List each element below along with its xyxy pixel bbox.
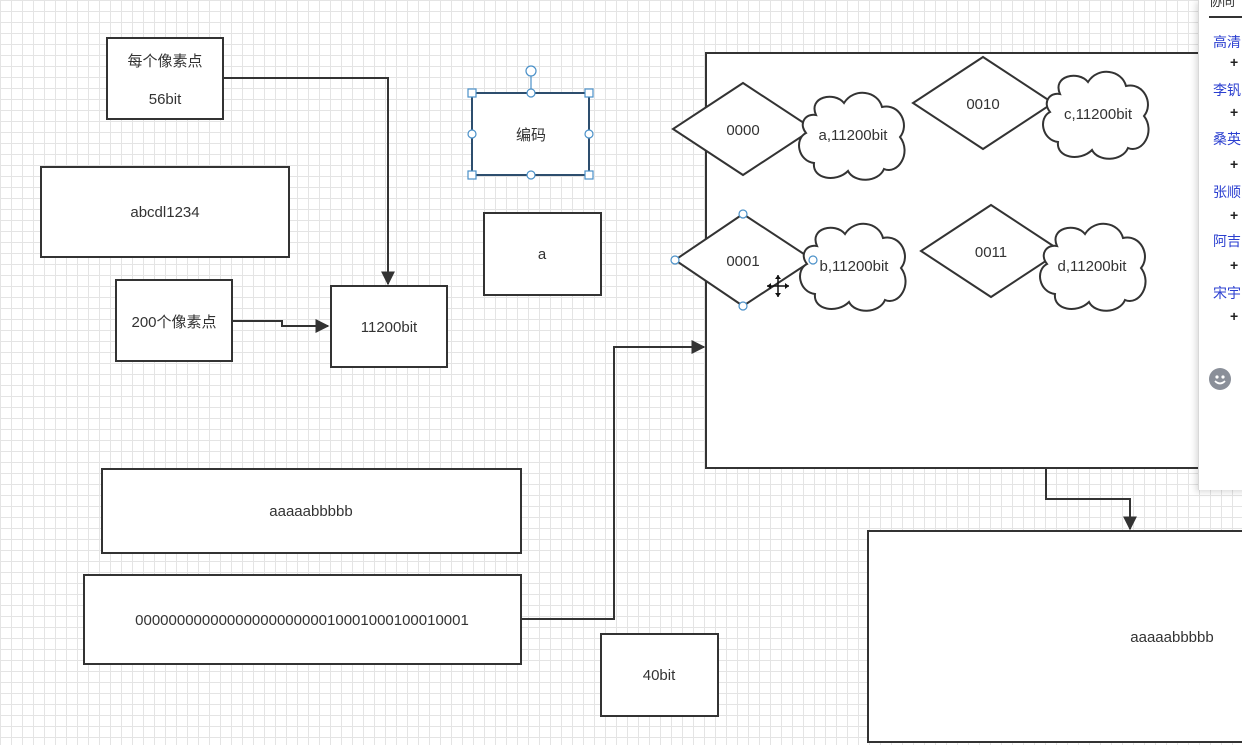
resize-handle-s[interactable]	[526, 170, 536, 180]
cloud-d[interactable]	[1039, 223, 1147, 312]
diamond-0010-label: 0010	[966, 96, 999, 113]
edge-count-to-result[interactable]	[233, 319, 330, 333]
result-box-label: 11200bit	[361, 319, 418, 336]
count-box[interactable]	[115, 279, 233, 362]
add-member-button[interactable]: +	[1230, 207, 1239, 223]
smile-icon[interactable]	[1209, 368, 1231, 390]
cloud-d-label: d,11200bit	[1058, 258, 1128, 275]
diamond-0011[interactable]	[919, 203, 1063, 299]
connect-handle-top[interactable]	[738, 209, 748, 219]
connect-handle-bottom[interactable]	[738, 301, 748, 311]
count-box-label: 200个像素点	[131, 314, 216, 331]
string-box[interactable]	[40, 166, 290, 258]
member-name[interactable]: 高清	[1213, 34, 1241, 50]
edge-table-to-output[interactable]	[1045, 468, 1137, 531]
resize-handle-n[interactable]	[526, 88, 536, 98]
add-member-button[interactable]: +	[1230, 156, 1239, 172]
resize-handle-e[interactable]	[584, 129, 594, 139]
bits-box-label: 40bit	[643, 667, 676, 684]
resize-handle-se[interactable]	[584, 170, 594, 180]
member-name[interactable]: 宋宇	[1213, 285, 1241, 301]
pixels-box-line1: 每个像素点	[127, 53, 202, 70]
panel-header: 协同	[1209, 0, 1242, 18]
cloud-a[interactable]	[798, 92, 906, 181]
collaborators-panel: 协同 高清 + 李钒 + 桑英 + 张顺 + 阿吉 + 宋宇 +	[1198, 0, 1242, 490]
output-box-label: aaaaabbbbb	[1130, 629, 1213, 646]
connect-handle-right[interactable]	[808, 255, 818, 265]
diamond-0000[interactable]	[671, 81, 815, 177]
bits-box[interactable]	[600, 633, 719, 717]
member-name[interactable]: 张顺	[1213, 184, 1241, 200]
pixels-box[interactable]	[106, 37, 224, 120]
cloud-a-label: a,11200bit	[819, 127, 889, 144]
cloud-c[interactable]	[1042, 71, 1150, 160]
a-box[interactable]	[483, 212, 602, 296]
cloud-c-label: c,11200bit	[1064, 106, 1133, 123]
diamond-0001-selection-handles[interactable]	[670, 209, 818, 311]
resize-handle-ne[interactable]	[584, 88, 594, 98]
encode-box-selection-handles[interactable]	[467, 65, 594, 180]
resize-handle-nw[interactable]	[467, 88, 477, 98]
add-member-button[interactable]: +	[1230, 257, 1239, 273]
result-box[interactable]	[330, 285, 448, 368]
source-box-label: aaaaabbbbb	[269, 503, 352, 520]
encode-box-label: 编码	[516, 127, 546, 144]
add-member-button[interactable]: +	[1230, 308, 1239, 324]
rotate-handle[interactable]	[525, 65, 537, 77]
resize-handle-sw[interactable]	[467, 170, 477, 180]
cloud-b[interactable]	[799, 223, 907, 312]
move-cursor-icon	[767, 275, 789, 297]
edge-pixels-to-result[interactable]	[224, 77, 395, 286]
diamond-0010[interactable]	[911, 55, 1055, 151]
binary-box-label: 0000000000000000000000010001000100010001	[135, 612, 469, 629]
output-box[interactable]	[867, 530, 1242, 743]
member-name[interactable]: 李钒	[1213, 82, 1241, 98]
edge-binary-to-table[interactable]	[522, 340, 706, 620]
member-name[interactable]: 阿吉	[1213, 233, 1241, 249]
binary-box[interactable]	[83, 574, 522, 665]
connect-handle-left[interactable]	[670, 255, 680, 265]
a-box-label: a	[538, 246, 547, 263]
diamond-0000-label: 0000	[726, 122, 759, 139]
diamond-0001-label: 0001	[726, 253, 759, 270]
add-member-button[interactable]: +	[1230, 104, 1239, 120]
cloud-b-label: b,11200bit	[820, 258, 890, 275]
diamond-0011-label: 0011	[975, 244, 1007, 261]
source-box[interactable]	[101, 468, 522, 554]
resize-handle-w[interactable]	[467, 129, 477, 139]
pixels-box-line2: 56bit	[149, 91, 182, 108]
string-box-label: abcdl1234	[130, 204, 199, 221]
add-member-button[interactable]: +	[1230, 54, 1239, 70]
member-name[interactable]: 桑英	[1213, 131, 1241, 147]
